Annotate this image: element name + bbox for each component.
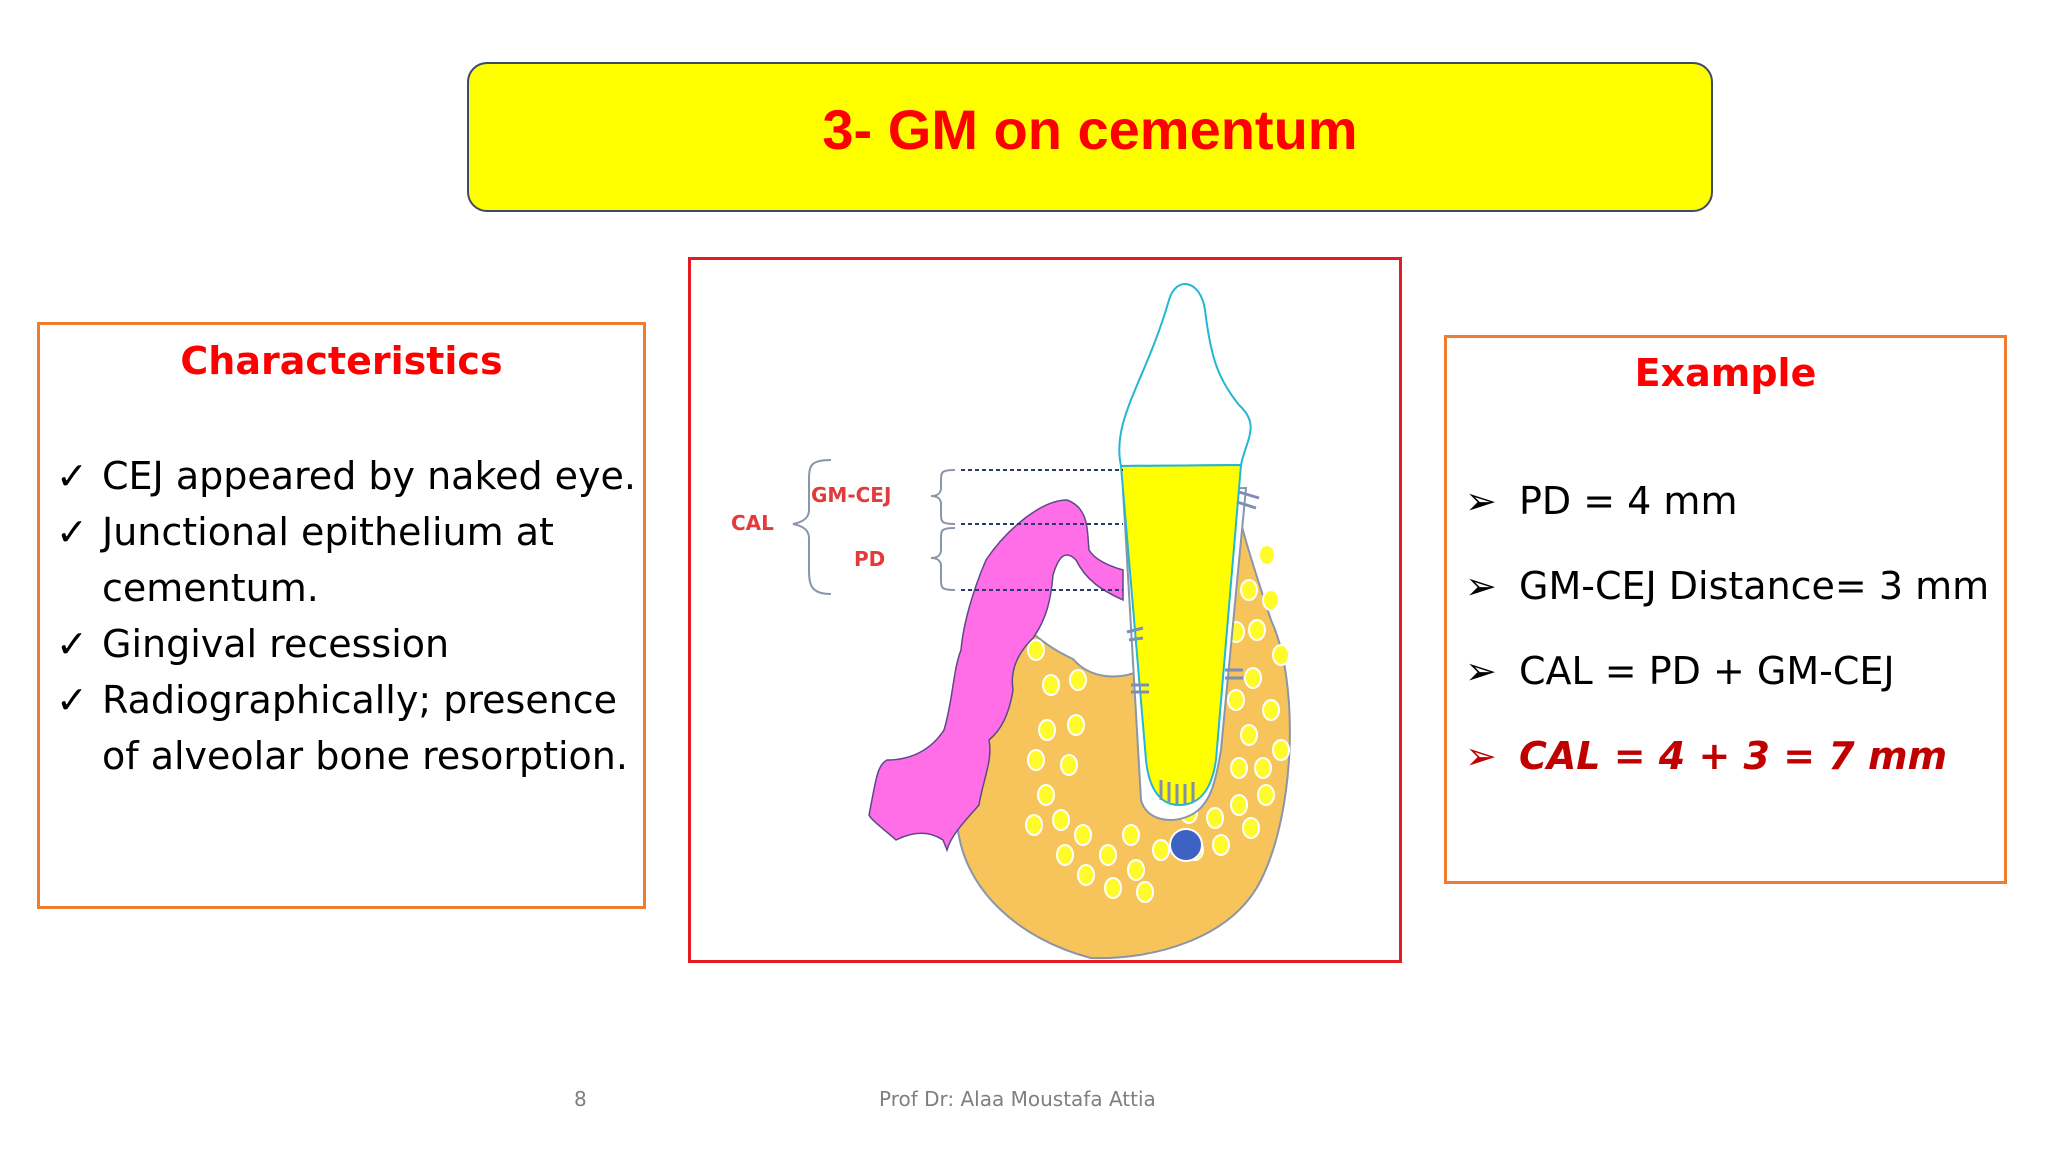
example-text: GM-CEJ Distance= 3 mm bbox=[1519, 564, 1990, 608]
slide-title: 3- GM on cementum bbox=[822, 98, 1358, 161]
reference-lines bbox=[961, 469, 1123, 591]
characteristic-item: ✓ Radiographically; presence of alveolar … bbox=[56, 672, 646, 784]
tooth-root bbox=[1119, 463, 1243, 807]
gingiva-shape bbox=[868, 499, 1124, 853]
characteristic-text: Radiographically; presence of alveolar b… bbox=[102, 678, 628, 778]
periodontal-fibers bbox=[1126, 490, 1260, 804]
characteristics-list: ✓ CEJ appeared by naked eye. ✓ Junctional … bbox=[56, 448, 646, 784]
checkmark-icon: ✓ bbox=[56, 454, 88, 498]
characteristics-panel: Characteristics ✓ CEJ appeared by naked e… bbox=[37, 322, 646, 909]
nerve-canal-dot bbox=[1169, 828, 1203, 862]
example-text: CAL = PD + GM-CEJ bbox=[1519, 649, 1895, 693]
arrow-bullet-icon: ➢ bbox=[1465, 564, 1497, 608]
example-item: ➢ PD = 4 mm bbox=[1465, 479, 1737, 523]
example-result-text: CAL = 4 + 3 = 7 mm bbox=[1519, 734, 1948, 778]
footer-author: Prof Dr: Alaa Moustafa Attia bbox=[879, 1087, 1156, 1111]
example-panel: Example ➢ PD = 4 mm ➢ GM-CEJ Distance= 3 m… bbox=[1444, 335, 2007, 884]
arrow-bullet-icon: ➢ bbox=[1465, 649, 1497, 693]
characteristic-item: ✓ Gingival recession bbox=[56, 616, 646, 672]
checkmark-icon: ✓ bbox=[56, 622, 88, 666]
checkmark-icon: ✓ bbox=[56, 510, 88, 554]
characteristics-heading: Characteristics bbox=[180, 339, 503, 383]
checkmark-icon: ✓ bbox=[56, 678, 88, 722]
example-text: PD = 4 mm bbox=[1519, 479, 1738, 523]
tooth-crown bbox=[1118, 283, 1252, 468]
measurement-brackets bbox=[792, 459, 956, 595]
characteristic-text: Gingival recession bbox=[102, 622, 450, 666]
page-number: 8 bbox=[574, 1087, 587, 1111]
cal-label: CAL bbox=[731, 511, 774, 535]
title-banner: 3- GM on cementum bbox=[467, 62, 1713, 212]
arrow-bullet-icon: ➢ bbox=[1465, 479, 1497, 523]
arrow-bullet-icon: ➢ bbox=[1465, 734, 1497, 778]
characteristic-text: Junctional epithelium at cementum. bbox=[102, 510, 554, 610]
characteristic-item: ✓ CEJ appeared by naked eye. bbox=[56, 448, 646, 504]
tooth-diagram: GM-CEJ CAL PD bbox=[731, 283, 1291, 960]
example-heading: Example bbox=[1634, 351, 1817, 395]
example-item: ➢ CAL = PD + GM-CEJ bbox=[1465, 649, 1895, 693]
gm-cej-label: GM-CEJ bbox=[811, 483, 891, 507]
example-item: ➢ GM-CEJ Distance= 3 mm bbox=[1465, 564, 1989, 608]
pd-label: PD bbox=[854, 547, 885, 571]
characteristic-item: ✓ Junctional epithelium at cementum. bbox=[56, 504, 646, 616]
example-result-item: ➢ CAL = 4 + 3 = 7 mm bbox=[1465, 734, 1947, 778]
tooth-diagram-frame: GM-CEJ CAL PD bbox=[688, 257, 1402, 963]
characteristic-text: CEJ appeared by naked eye. bbox=[102, 454, 637, 498]
